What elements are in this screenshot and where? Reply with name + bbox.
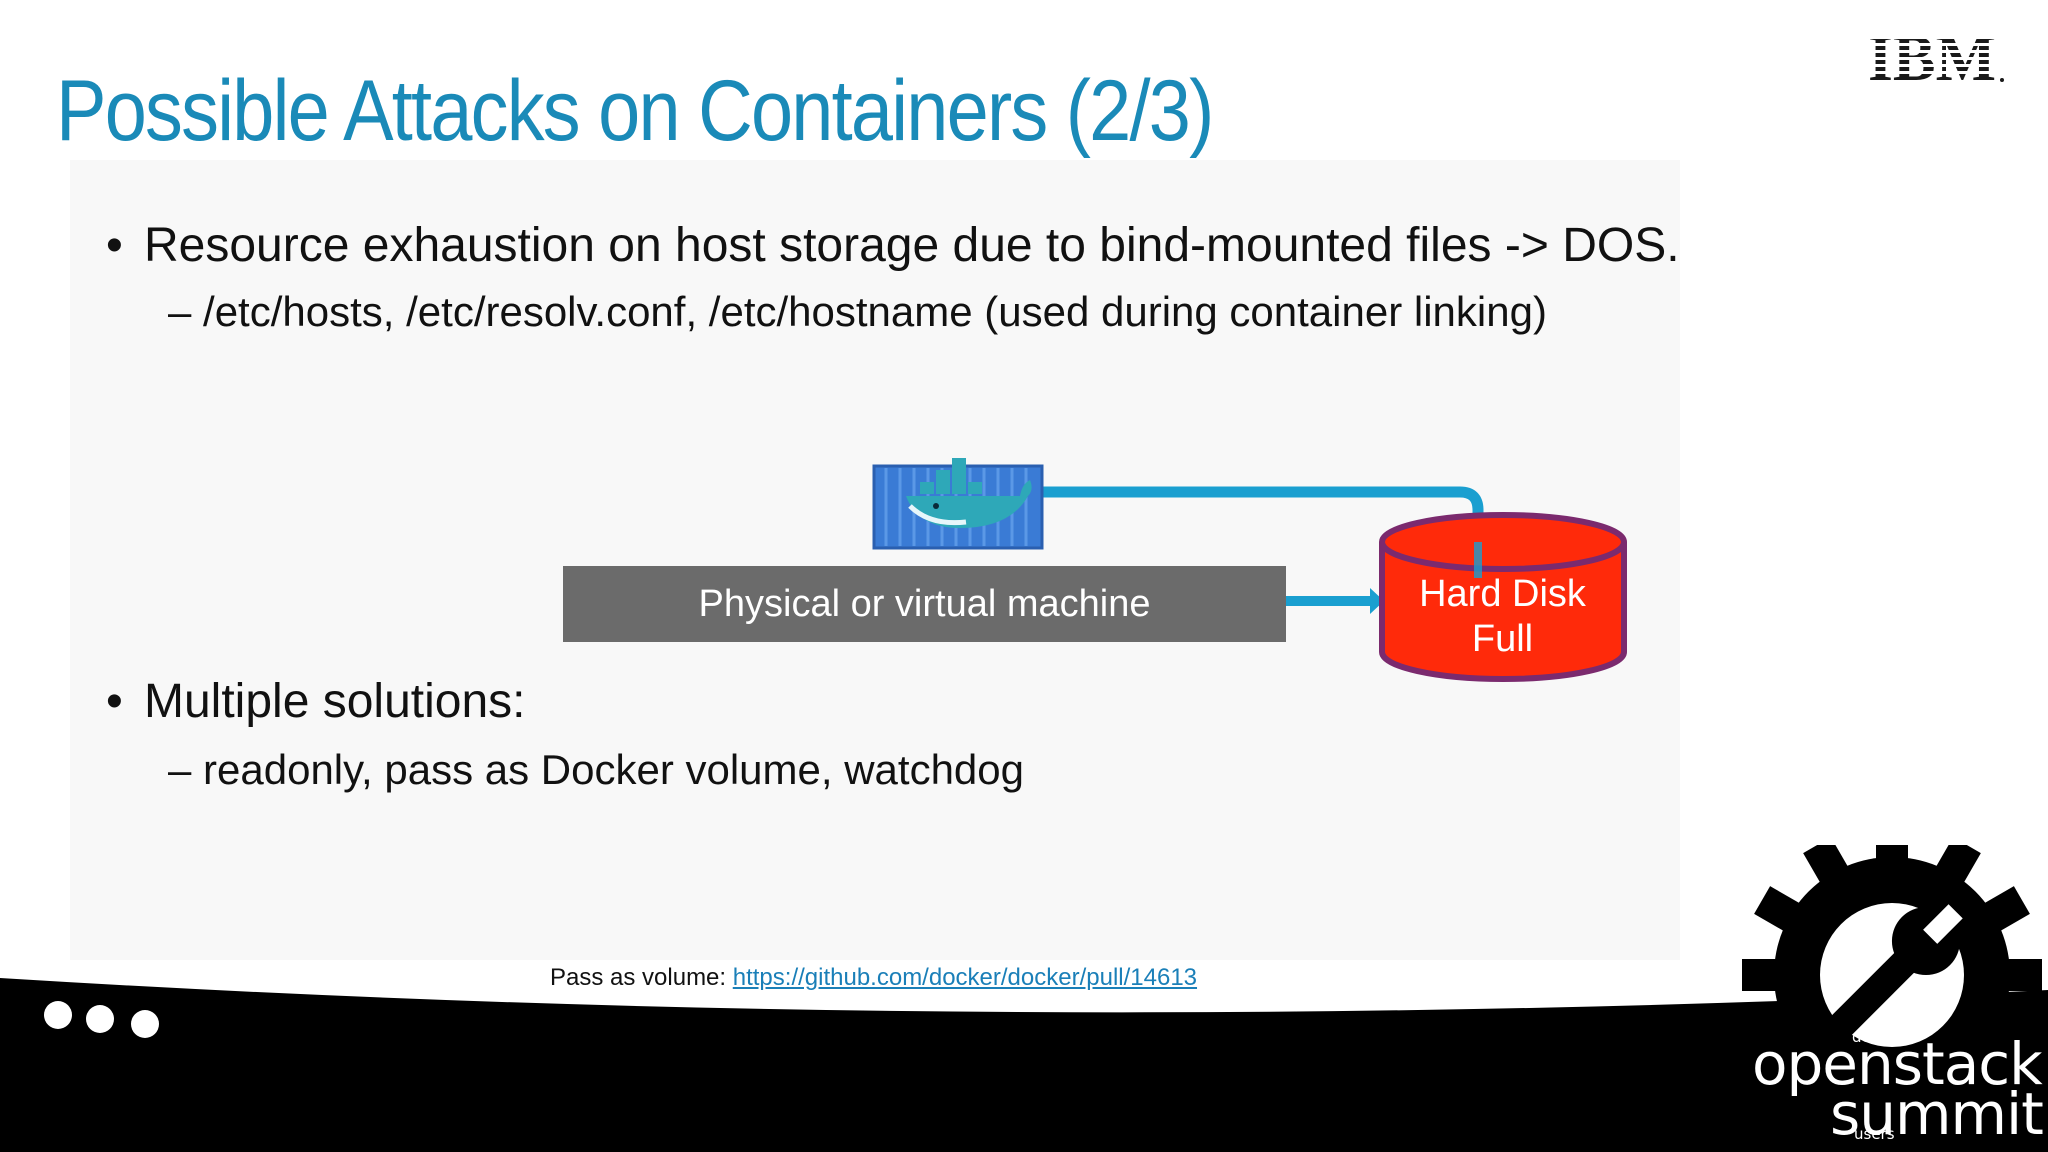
bullet-dot: • xyxy=(106,675,123,728)
footnote-label: Pass as volume: xyxy=(550,964,733,991)
bullet-resource-exhaustion: • Resource exhaustion on host storage due… xyxy=(106,218,1680,273)
container-to-disk-arrow xyxy=(1035,486,1484,532)
bullet-dot: • xyxy=(106,219,123,272)
machine-to-disk-arrow xyxy=(1286,596,1376,606)
summit-devs-label: devs xyxy=(1852,1028,1888,1046)
ibm-logo: IBM xyxy=(1868,28,2008,93)
physical-machine-box: Physical or virtual machine xyxy=(563,566,1286,642)
machine-to-disk-arrowhead xyxy=(1370,588,1384,614)
bullet-text: Resource exhaustion on host storage due … xyxy=(144,219,1680,272)
hard-disk-label-line1: Hard Disk xyxy=(1419,573,1586,615)
hard-disk-cylinder xyxy=(1379,512,1627,682)
footer-band xyxy=(0,978,2048,1152)
summit-word-openstack: openstack xyxy=(1752,1030,2043,1098)
hard-disk-label-line2: Full xyxy=(1471,618,1534,660)
dot-2 xyxy=(86,1005,114,1033)
summit-word-summit: summit xyxy=(1830,1080,2044,1148)
bullet-text: Multiple solutions: xyxy=(144,675,526,728)
summit-users-label: users xyxy=(1854,1125,1895,1143)
sub-bullet-files: – /etc/hosts, /etc/resolv.conf, /etc/hos… xyxy=(168,288,1547,335)
hard-disk-label: Hard Disk Full xyxy=(1380,572,1625,662)
dot-1 xyxy=(44,1001,72,1029)
dot-3 xyxy=(131,1010,159,1038)
summit-gear-logo xyxy=(1742,845,2042,1093)
bullet-multiple-solutions: • Multiple solutions: xyxy=(106,674,526,729)
footnote: Pass as volume: https://github.com/docke… xyxy=(550,964,1197,992)
slide-title: Possible Attacks on Containers (2/3) xyxy=(56,63,1214,159)
footnote-link[interactable]: https://github.com/docker/docker/pull/14… xyxy=(732,964,1198,991)
docker-container-icon xyxy=(872,458,1044,550)
sub-bullet-solutions: – readonly, pass as Docker volume, watch… xyxy=(168,746,1024,793)
